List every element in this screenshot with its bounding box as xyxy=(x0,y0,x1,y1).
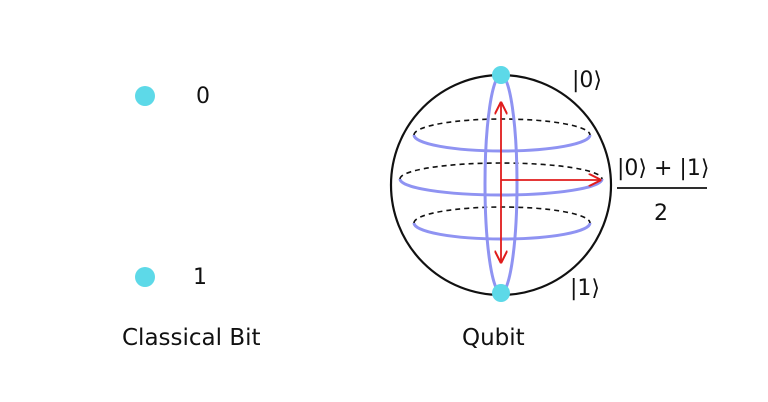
ring-bottom-back xyxy=(413,206,591,224)
ring-top-front xyxy=(412,134,592,153)
qubit-zero-pole-dot xyxy=(492,66,510,84)
superposition-numerator: |0⟩ + |1⟩ xyxy=(617,156,709,181)
classical-zero-label: 0 xyxy=(196,84,210,109)
qubit-caption: Qubit xyxy=(462,325,525,351)
classical-bit-caption: Classical Bit xyxy=(122,325,261,351)
classical-one-dot xyxy=(135,267,155,287)
superposition-denominator: 2 xyxy=(654,201,668,226)
qubit-one-pole-dot xyxy=(492,284,510,302)
classical-one-label: 1 xyxy=(193,265,207,290)
ket-one-label: |1⟩ xyxy=(570,276,600,301)
ring-bottom-front xyxy=(412,222,592,241)
ring-top-back xyxy=(413,118,591,136)
ket-zero-label: |0⟩ xyxy=(572,68,602,93)
classical-zero-dot xyxy=(135,86,155,106)
